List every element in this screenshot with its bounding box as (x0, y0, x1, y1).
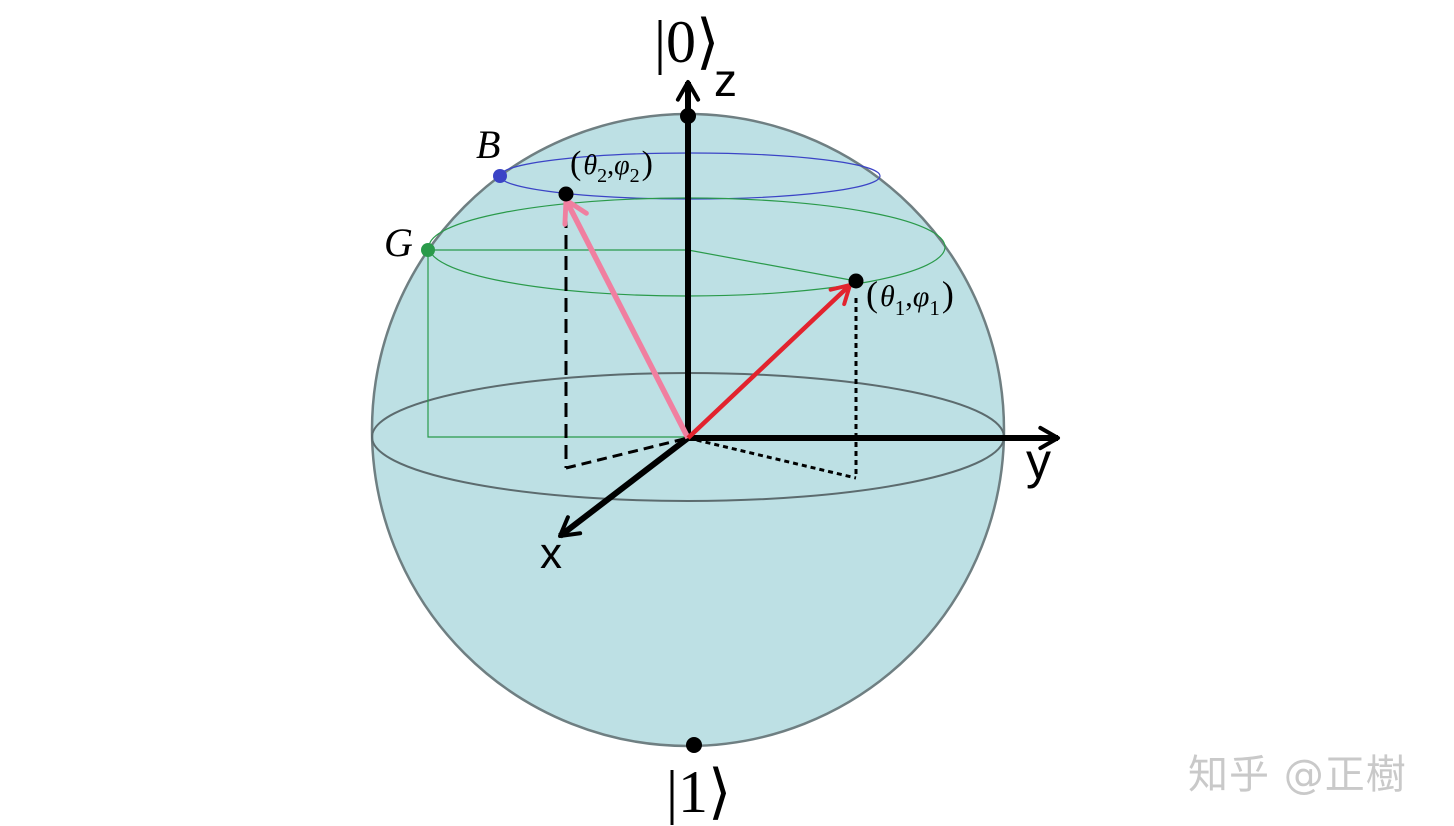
z-axis-label: z (714, 54, 737, 106)
point-B-label: B (476, 122, 500, 167)
state2-coordinate-label: (θ2,φ2) (570, 145, 653, 187)
x-axis-label: x (540, 529, 562, 578)
ket-zero-label: |0⟩ (654, 9, 719, 75)
north-pole-point (680, 108, 696, 124)
green-radius-line (687, 249, 857, 282)
y-axis-label: y (1026, 433, 1051, 489)
point-G-label: G (384, 220, 413, 265)
point-G (421, 243, 435, 257)
state1-floor-projection (687, 436, 857, 480)
south-pole-point (686, 737, 702, 753)
state1-coordinate-label: (θ1,φ1) (866, 274, 954, 320)
ket-one-label: |1⟩ (666, 759, 731, 825)
point-B (493, 169, 507, 183)
state1-vector (686, 283, 852, 440)
state1-point (848, 273, 864, 289)
x-axis (557, 435, 690, 539)
green-projection-line (427, 250, 688, 438)
zhihu-watermark: 知乎 @正樹 (1188, 752, 1407, 798)
state2-vector (562, 197, 691, 440)
state2-point (558, 186, 574, 202)
state2-floor-projection (565, 436, 689, 470)
